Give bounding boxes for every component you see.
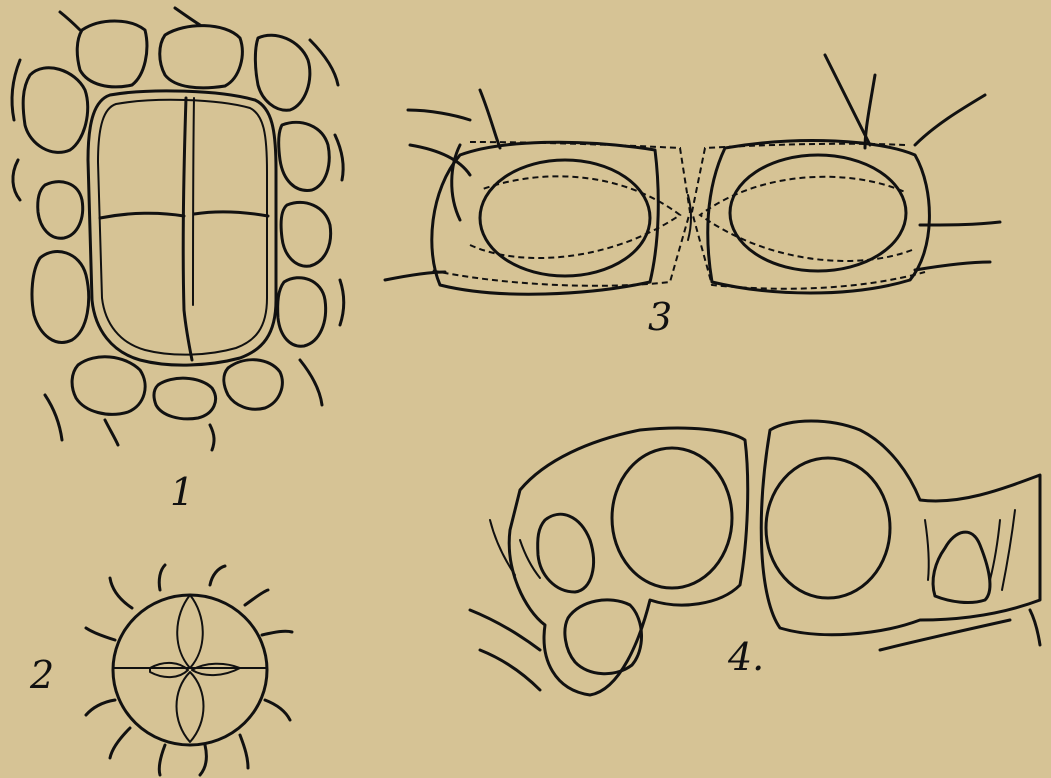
fig1-wall-fragment: [12, 60, 20, 120]
fig4-outer-wall: [880, 620, 1010, 650]
fig2-stoma-ring: [113, 595, 267, 745]
fig3-left-cell-wall: [432, 142, 658, 294]
fig3-wall: [915, 95, 985, 145]
fig2-radial-wall: [110, 578, 132, 608]
fig1-cell: [224, 360, 282, 410]
fig1-wall-fragment: [105, 420, 118, 445]
fig1-cell: [278, 278, 326, 347]
fig4-striation: [1002, 510, 1015, 590]
fig2-radial-wall: [262, 631, 292, 635]
fig1-cell: [72, 357, 145, 415]
fig2-guard-cell-bottom: [177, 672, 204, 742]
fig4-outer-wall: [1030, 610, 1040, 645]
fig1-cell: [23, 68, 88, 153]
fig4-left-lower-cell: [565, 600, 642, 674]
fig2-radial-wall: [200, 745, 206, 775]
fig2-radial-wall: [210, 566, 225, 585]
fig1-wall-fragment: [210, 425, 214, 450]
figure-3-label: 3: [648, 295, 672, 339]
fig4-outer-wall: [480, 650, 540, 690]
fig1-cross-wall-right: [194, 212, 268, 216]
fig1-central-pore: [183, 98, 192, 360]
fig2-radial-wall: [265, 700, 290, 720]
fig1-wall-fragment: [175, 8, 200, 25]
fig3-wall: [915, 262, 990, 270]
fig1-cell: [38, 182, 83, 238]
fig1-wall-fragment: [13, 160, 20, 200]
fig4-outer-wall: [470, 610, 540, 650]
fig1-cell: [160, 26, 243, 88]
fig1-cell: [279, 122, 330, 190]
fig1-wall-fragment: [340, 280, 344, 325]
fig3-right-lumen: [730, 155, 906, 271]
fig4-left-lumen: [612, 448, 732, 588]
fig2-radial-wall: [159, 745, 165, 775]
fig3-wall: [920, 222, 1000, 225]
fig3-wall: [825, 55, 870, 145]
fig1-wall-fragment: [45, 395, 62, 440]
fig1-wall-fragment: [310, 40, 338, 85]
fig2-radial-wall: [245, 590, 268, 605]
figure-2-stoma-top-view: 2: [29, 565, 292, 775]
fig3-wall: [865, 75, 875, 148]
fig1-central-pore-edge: [193, 98, 194, 305]
figure-4-thickened-stoma: 4.: [470, 421, 1040, 695]
figure-1-stoma-surface-view: 1: [12, 8, 344, 514]
fig3-wall: [408, 110, 470, 120]
fig1-cell: [154, 378, 216, 419]
fig2-guard-cell-top: [177, 595, 203, 668]
fig1-wall-fragment: [60, 12, 80, 30]
fig3-wall: [480, 90, 500, 148]
fig2-radial-wall: [86, 628, 115, 640]
figure-2-label: 2: [29, 653, 54, 697]
fig2-radial-wall: [240, 735, 248, 768]
fig1-cell: [255, 35, 310, 110]
fig4-right-triangle-cell: [933, 532, 990, 602]
fig1-cell: [77, 21, 147, 87]
fig1-cross-wall-left: [100, 213, 184, 218]
fig4-striation: [925, 520, 929, 580]
figure-1-label: 1: [170, 470, 194, 514]
fig4-striation: [990, 520, 1000, 580]
figure-4-label: 4.: [727, 635, 764, 679]
fig1-wall-fragment: [300, 360, 322, 405]
fig2-radial-wall: [159, 565, 165, 590]
fig1-cell: [281, 202, 331, 266]
fig4-left-triangle-cell: [538, 514, 594, 592]
fig2-radial-wall: [86, 700, 115, 715]
fig2-guard-cell-right: [192, 664, 240, 675]
fig3-dashed-outline-right: [692, 144, 925, 289]
figure-3-stoma-cross-section: 3: [385, 55, 1000, 339]
fig1-wall-fragment: [335, 135, 343, 180]
fig3-wall: [410, 145, 470, 175]
fig1-cell: [32, 252, 89, 343]
fig2-radial-wall: [110, 728, 130, 758]
fig2-guard-cell-left: [150, 663, 188, 677]
fig4-right-lumen: [766, 458, 890, 598]
